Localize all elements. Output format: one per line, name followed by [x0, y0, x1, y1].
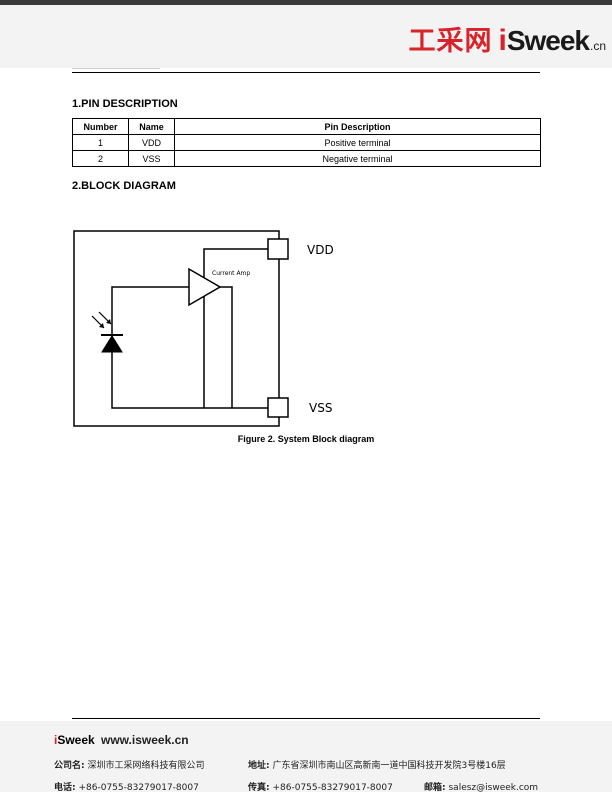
page-header: 工采网 i Sweek .cn	[0, 5, 612, 68]
fax-value: +86-0755-83279017-8007	[272, 783, 393, 793]
col-header-name: Name	[128, 118, 175, 135]
footer-brand-i: i	[54, 733, 58, 747]
footer-fax: 传真: +86-0755-83279017-8007	[248, 780, 393, 793]
vss-label: VSS	[309, 401, 332, 415]
logo-chinese-text: 工采网	[408, 26, 493, 57]
table-row: 2 VSS Negative terminal	[72, 150, 541, 167]
pin-description: Negative terminal	[174, 150, 541, 167]
address-value: 广东省深圳市南山区高新南一道中国科技开发院3号楼16层	[272, 761, 506, 771]
package-outline	[73, 230, 280, 427]
current-amp-label: Current Amp	[212, 270, 250, 277]
vdd-pad	[267, 238, 289, 260]
page-footer: iSweek www.isweek.cn 公司名: 深圳市工采网络科技有限公司 …	[0, 721, 612, 793]
footer-brand: iSweek	[54, 733, 95, 747]
block-diagram: Current Amp VDD VSS	[73, 230, 334, 427]
header-rule	[72, 72, 540, 73]
footer-rule	[72, 718, 540, 719]
section-pin-description-title: 1.PIN DESCRIPTION	[72, 98, 178, 110]
company-value: 深圳市工采网络科技有限公司	[87, 761, 205, 771]
top-bar	[0, 0, 612, 5]
logo-suffix: .cn	[589, 39, 606, 53]
photodiode-icon	[91, 311, 123, 353]
address-label: 地址:	[248, 761, 270, 771]
col-header-number: Number	[72, 118, 129, 135]
figure-caption: Figure 2. System Block diagram	[237, 434, 375, 444]
amp-output-wire	[220, 286, 233, 408]
table-row: 1 VDD Positive terminal	[72, 134, 541, 151]
pin-number: 2	[72, 150, 129, 167]
header-tick	[72, 68, 160, 69]
pin-number: 1	[72, 134, 129, 151]
col-header-description: Pin Description	[174, 118, 541, 135]
footer-phone: 电话: +86-0755-83279017-8007	[54, 780, 199, 793]
pin-description: Positive terminal	[174, 134, 541, 151]
phone-value: +86-0755-83279017-8007	[78, 783, 199, 793]
section-block-diagram-title: 2.BLOCK DIAGRAM	[72, 180, 176, 192]
pin-name: VDD	[128, 134, 175, 151]
footer-email: 邮箱: salesz@isweek.com	[424, 780, 538, 793]
pin-name: VSS	[128, 150, 175, 167]
email-label: 邮箱:	[424, 783, 446, 793]
footer-brand-rest: Sweek	[57, 733, 95, 747]
footer-company: 公司名: 深圳市工采网络科技有限公司	[54, 758, 205, 771]
amp-supply-wire	[203, 248, 268, 278]
logo-i: i	[498, 24, 507, 57]
fax-label: 传真:	[248, 783, 270, 793]
vdd-label: VDD	[307, 243, 334, 257]
company-label: 公司名:	[54, 761, 85, 771]
phone-label: 电话:	[54, 783, 76, 793]
vss-pad	[267, 397, 289, 418]
isweek-logo: 工采网 i Sweek .cn	[408, 19, 606, 59]
footer-address: 地址: 广东省深圳市南山区高新南一道中国科技开发院3号楼16层	[248, 758, 506, 771]
footer-website: www.isweek.cn	[101, 733, 189, 747]
logo-sweek: Sweek	[506, 25, 590, 56]
pin-description-table: Number Name Pin Description 1 VDD Positi…	[72, 118, 541, 167]
email-value: salesz@isweek.com	[448, 783, 539, 793]
table-header-row: Number Name Pin Description	[72, 118, 541, 135]
